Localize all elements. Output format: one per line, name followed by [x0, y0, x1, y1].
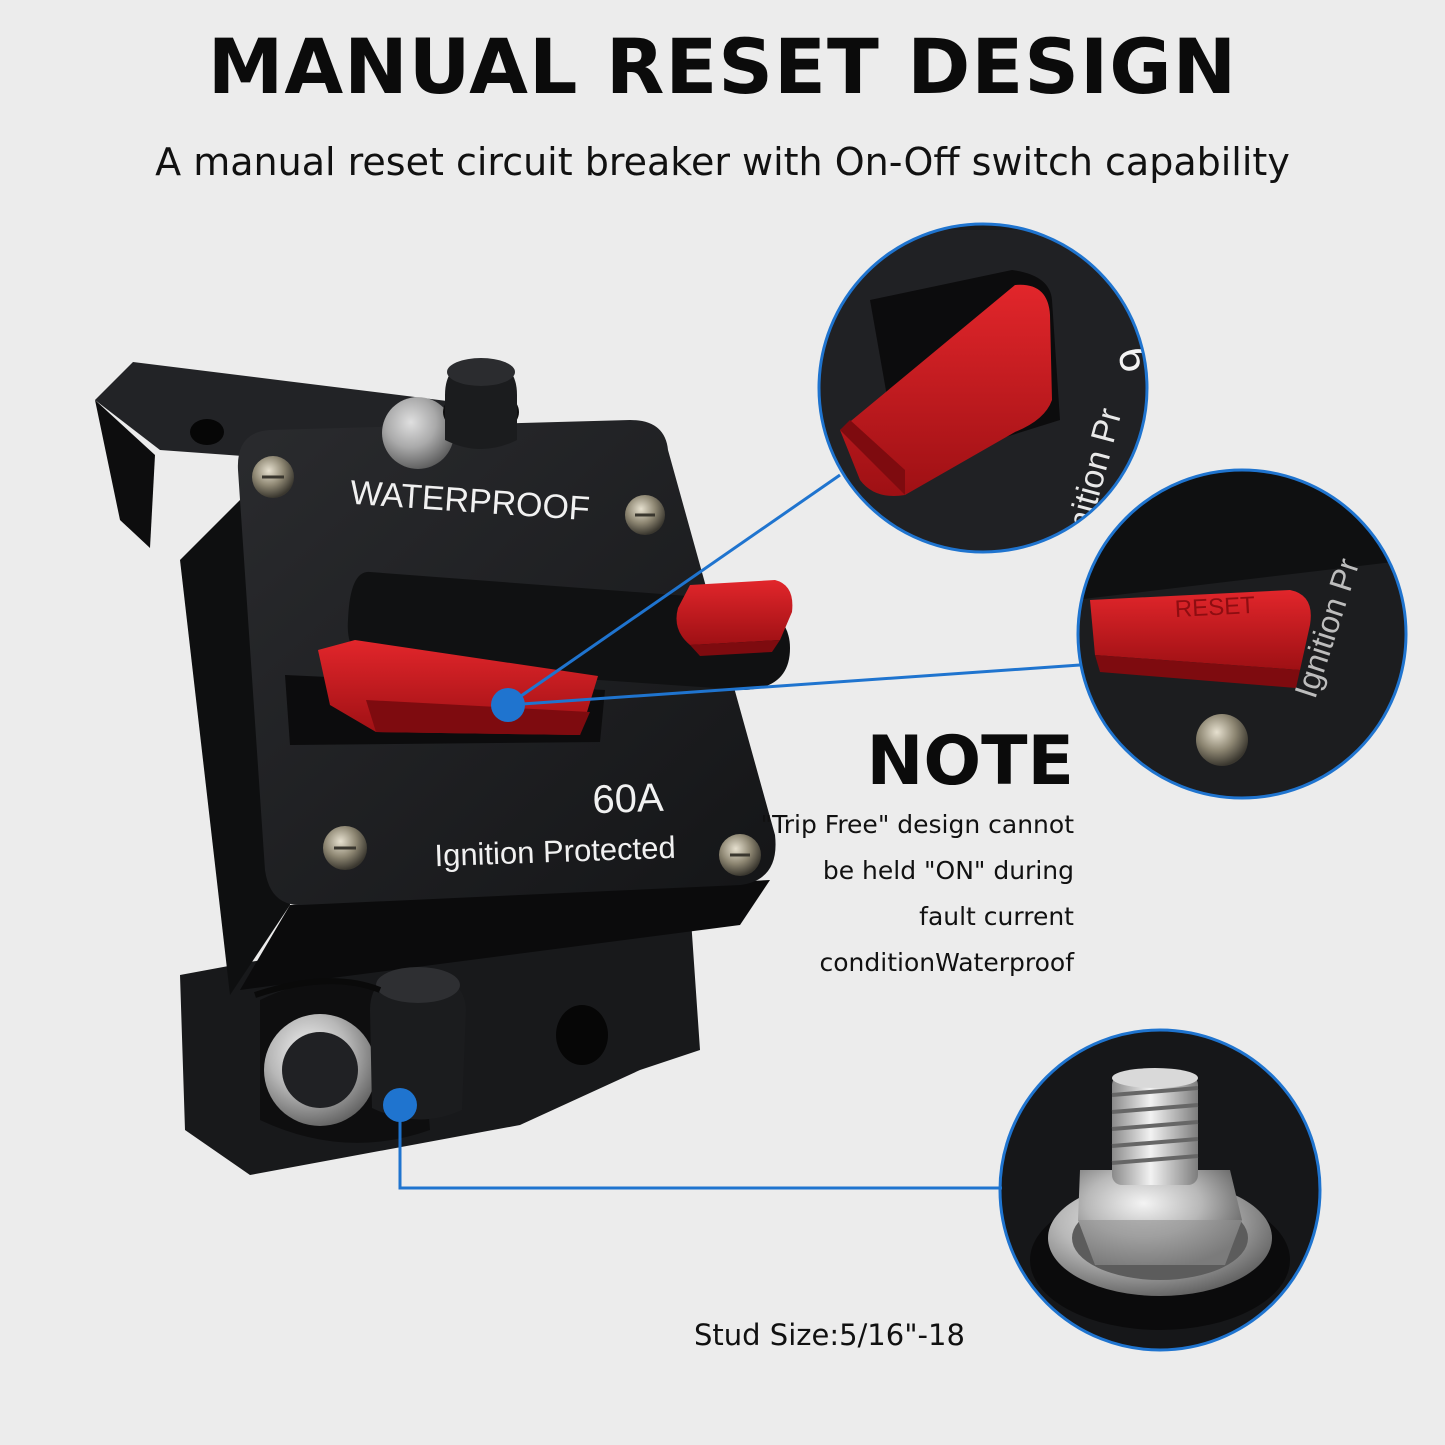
- note-line: "Trip Free" design cannot: [760, 810, 1074, 839]
- zoom-screw: [1196, 714, 1248, 766]
- ignition-label: Ignition Protected: [434, 830, 676, 873]
- stud-size-label: Stud Size:5/16"-18: [694, 1318, 965, 1352]
- note-body: "Trip Free" design cannot be held "ON" d…: [720, 802, 1074, 986]
- note-line: conditionWaterproof: [819, 948, 1074, 977]
- reset-emboss: RESET: [1174, 592, 1256, 623]
- mounting-hole: [556, 1005, 608, 1065]
- subheadline: A manual reset circuit breaker with On-O…: [155, 140, 1290, 184]
- bottom-terminal: [254, 967, 466, 1143]
- zoom-reset-lever: [1090, 590, 1311, 670]
- zoom-reset-detail: RESET Ignition Pr: [1076, 468, 1408, 800]
- circuit-breaker: WATERPROOF 60A Ignition Protected: [95, 358, 793, 1175]
- callout-dot: [491, 688, 525, 722]
- mounting-hole: [190, 419, 224, 445]
- rating-label: 60A: [592, 776, 665, 822]
- zoom-lever-detail: 6 Ignition Pr: [817, 222, 1149, 554]
- top-terminal: [382, 358, 519, 469]
- callout-lines: [398, 473, 1081, 1190]
- callout-dot: [383, 1088, 417, 1122]
- headline: MANUAL RESET DESIGN: [207, 22, 1238, 111]
- note-title: NOTE: [866, 722, 1074, 801]
- note-line: fault current: [919, 902, 1074, 931]
- note-line: be held "ON" during: [822, 856, 1074, 885]
- trip-knob: [676, 580, 793, 645]
- zoom-stud-detail: [998, 1028, 1322, 1352]
